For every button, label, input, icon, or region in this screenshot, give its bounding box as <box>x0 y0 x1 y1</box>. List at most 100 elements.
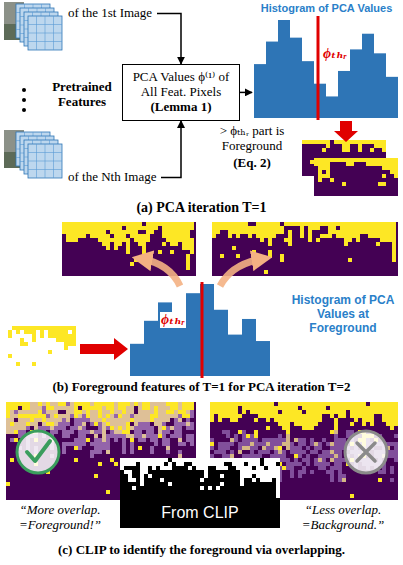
mask-pixel <box>290 402 294 422</box>
mask-pixel <box>230 402 234 422</box>
mask-pixel <box>250 442 254 446</box>
mask-pixel <box>334 438 338 442</box>
mask-pixel <box>342 474 346 478</box>
mask-pixel <box>294 402 298 426</box>
mask-pixel <box>334 430 338 434</box>
mask-pixel <box>326 402 330 414</box>
mask-pixel <box>264 222 268 238</box>
mask-pixel <box>42 422 46 426</box>
mask-pixel <box>26 418 30 422</box>
mask-pixel <box>218 446 222 450</box>
mask-pixel <box>220 458 224 478</box>
mask-pixel <box>162 418 166 422</box>
mask-pixel <box>28 326 32 334</box>
mask-pixel <box>106 442 110 446</box>
feature-stack: of the Nth Image <box>8 126 161 198</box>
mask-pixel <box>18 418 22 422</box>
histogram-bar <box>290 38 302 118</box>
mask-pixel <box>94 222 98 238</box>
mask-pixel <box>242 430 246 434</box>
mask-pixel <box>38 402 42 422</box>
mask-pixel <box>278 434 282 438</box>
mask-pixel <box>114 406 118 410</box>
mask-pixel <box>14 438 18 442</box>
mask-pixel <box>102 434 106 438</box>
mask-pixel <box>122 222 126 242</box>
mask-pixel <box>310 438 314 442</box>
mask-pixel <box>50 410 54 414</box>
mask-pixel <box>106 446 110 450</box>
mask-pixel <box>130 410 134 414</box>
mask-pixel <box>334 462 338 466</box>
mask-pixel <box>106 434 110 438</box>
mask-pixel <box>278 446 282 450</box>
mask-pixel <box>394 442 398 446</box>
mask-pixel <box>106 418 110 422</box>
mask-pixel <box>102 410 106 414</box>
mask-pixel <box>114 414 118 418</box>
mask-pixel <box>254 418 258 422</box>
mask-pixel <box>252 222 256 234</box>
mask-pixel <box>224 466 228 470</box>
mask-pixel <box>252 466 256 470</box>
mask-pixel <box>166 422 170 426</box>
mask-pixel <box>30 402 34 434</box>
mask-pixel <box>114 422 118 426</box>
connector-arrow <box>240 92 252 94</box>
mask-pixel <box>290 470 294 474</box>
mask-pixel <box>200 486 204 490</box>
mask-pixel <box>102 442 106 446</box>
mask-pixel <box>114 438 118 442</box>
mask-pixel <box>134 406 138 410</box>
mask-pixel <box>314 140 318 144</box>
mask-pixel <box>324 234 328 238</box>
mask-pixel <box>390 158 394 174</box>
mask-pixel <box>42 402 46 426</box>
mask-pixel <box>106 230 110 234</box>
mask-pixel <box>186 422 190 426</box>
mask-pixel <box>98 442 102 446</box>
mask-pixel <box>150 426 154 430</box>
mask-pixel <box>238 406 242 410</box>
dot <box>22 108 26 112</box>
mask-pixel <box>190 426 194 430</box>
mask-pixel <box>276 458 280 498</box>
mask-pixel <box>286 442 290 446</box>
mask-pixel <box>322 438 326 442</box>
mask-pixel <box>230 438 234 442</box>
mask-pixel <box>14 418 18 422</box>
mask-pixel <box>34 410 38 414</box>
mask-pixel <box>302 402 306 430</box>
mask-pixel <box>78 222 82 238</box>
mask-pixel <box>302 458 306 462</box>
mask-pixel <box>290 450 294 454</box>
mask-pixel <box>322 402 326 418</box>
mask-pixel <box>82 438 86 442</box>
mask-pixel <box>118 222 122 246</box>
mask-pixel <box>170 434 174 438</box>
mask-pixel <box>30 410 34 414</box>
mask-pixel <box>102 222 106 246</box>
mask-pixel <box>382 470 386 474</box>
mask-pixel <box>226 446 230 450</box>
mask-pixel <box>186 422 190 426</box>
mask-pixel <box>374 140 378 148</box>
mask-pixel <box>30 426 34 430</box>
mask-pixel <box>54 426 58 430</box>
feature-layer <box>28 144 62 178</box>
mask-pixel <box>242 438 246 442</box>
mask-pixel <box>38 406 42 410</box>
mask-pixel <box>58 402 62 422</box>
mask-pixel <box>140 458 144 486</box>
mask-pixel <box>138 406 142 410</box>
mask-pixel <box>382 402 386 422</box>
mask-pixel <box>162 222 166 238</box>
mask-pixel <box>166 414 170 418</box>
mask-pixel <box>302 144 306 148</box>
mask-pixel <box>286 458 290 462</box>
mask-pixel <box>244 462 248 466</box>
mask-pixel <box>338 458 342 462</box>
threshold-label: ϕₜₕᵣ <box>322 46 348 62</box>
mask-pixel <box>162 434 166 438</box>
